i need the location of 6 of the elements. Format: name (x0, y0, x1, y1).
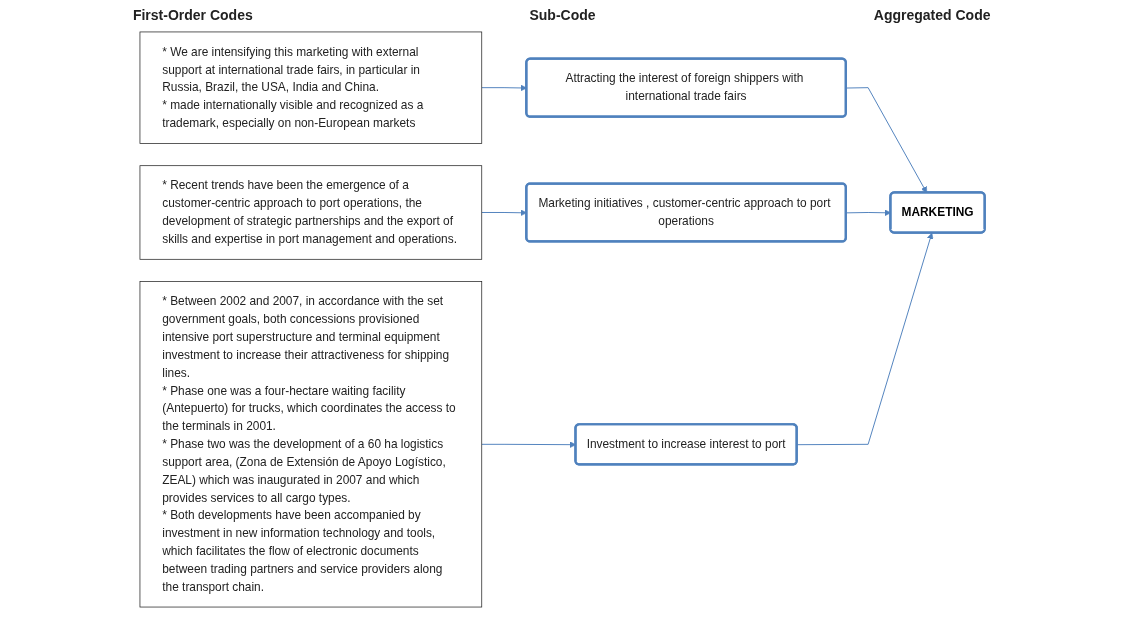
node-box: * Recent trends have been the emergence of a customer-centric approach to port operations, the development of strategic partnerships and the export of skills and expertise in port management and operations. (139, 165, 483, 260)
node-box: * We are intensifying this marketing with external support at international trade fairs, in particular in Russia, Brazil, the USA, India and China. * made internationally visible and recognized as a trademark, especially on non-European markets (139, 31, 483, 144)
column-heading: First-Order Codes (131, 7, 254, 23)
node-box: * Between 2002 and 2007, in accordance with the set government goals, both concessions provisioned intensive port superstructure and terminal equipment investment to increase their attractiveness for shipping lines. * Phase one was a four-hectare waiting facility (Antepuerto) for trucks, which coordinates the access to the terminals in 2001. * Phase two was the development of a 60 ha logistics support area, (Zona de Extensión de Apoyo Logístico, ZEAL) which was inaugurated in 2007 and which provides services to all cargo types. * Both developments have been accompanied by investment in new information technology and tools, which facilitates the flow of electronic documents between trading partners and service providers along the transport chain. (139, 281, 483, 608)
column-heading: Aggregated Code (872, 7, 992, 23)
column-heading: Sub-Code (528, 7, 597, 23)
